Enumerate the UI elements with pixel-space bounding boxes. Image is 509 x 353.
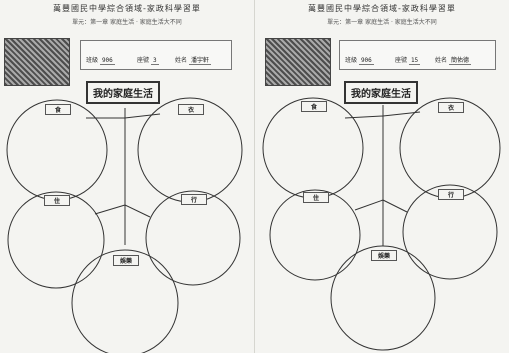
clothing-label: 衣	[438, 102, 464, 113]
class-label: 班級	[86, 57, 99, 64]
transport-label: 行	[181, 194, 207, 205]
leisure-label: 娛樂	[371, 250, 397, 261]
class-value: 906	[99, 57, 115, 65]
worksheet-left: 萬豐國民中學綜合領域-家政科學習單 單元：第一章 家庭生活 · 家庭生活大不同 …	[0, 0, 254, 353]
worksheet-title: 萬豐國民中學綜合領域-家政科學習單	[53, 4, 201, 13]
student-info-frame	[339, 40, 496, 70]
clothing-label: 衣	[178, 104, 204, 115]
connector-transport	[382, 199, 408, 213]
worksheet-subtitle: 單元：第一章 家庭生活 · 家庭生活大不同	[327, 19, 437, 26]
name-field: 姓名 簡佑德	[435, 55, 471, 65]
connector-transport	[124, 204, 151, 218]
housing-circle	[7, 191, 105, 289]
mind-map-diagram	[262, 97, 501, 351]
transport-label: 行	[438, 189, 464, 200]
food-label: 食	[45, 104, 71, 115]
seat-label: 座號	[395, 57, 408, 64]
worksheet-subtitle: 單元：第一章 家庭生活 · 家庭生活大不同	[72, 19, 182, 26]
name-label: 姓名	[175, 57, 188, 64]
seat-value: 3	[150, 57, 159, 65]
leisure-circle	[71, 249, 179, 353]
seat-value: 15	[408, 57, 421, 65]
housing-circle	[269, 189, 361, 281]
name-value: 潘宇軒	[188, 57, 211, 65]
connector-food	[344, 115, 384, 119]
class-field: 班級 906	[345, 55, 374, 65]
connector-clothing	[382, 111, 421, 117]
connector-housing	[94, 204, 126, 215]
food-label: 食	[301, 101, 327, 112]
class-field: 班級 906	[86, 55, 115, 65]
housing-label: 住	[44, 195, 70, 206]
class-label: 班級	[345, 57, 358, 64]
food-circle	[6, 99, 108, 201]
food-circle	[262, 97, 364, 199]
worksheet-title: 萬豐國民中學綜合領域-家政科學習單	[308, 4, 456, 13]
student-info-frame	[80, 40, 232, 70]
topic-title-box: 我的家庭生活	[86, 81, 160, 104]
leisure-label: 娛樂	[113, 255, 139, 266]
decorative-pattern-icon	[4, 38, 70, 86]
connector-housing	[354, 199, 384, 211]
seat-field: 座號 3	[137, 55, 159, 65]
page-divider	[254, 0, 255, 353]
decorative-pattern-icon	[265, 38, 331, 86]
class-value: 906	[358, 57, 374, 65]
seat-field: 座號 15	[395, 55, 421, 65]
worksheet-right: 萬豐國民中學綜合領域-家政科學習單 單元：第一章 家庭生活 · 家庭生活大不同 …	[255, 0, 509, 353]
housing-label: 住	[303, 192, 329, 203]
topic-title-box: 我的家庭生活	[344, 81, 418, 104]
mind-map-diagram	[6, 97, 243, 353]
name-label: 姓名	[435, 57, 448, 64]
name-value: 簡佑德	[448, 57, 471, 65]
connector-clothing	[124, 113, 161, 119]
name-field: 姓名 潘宇軒	[175, 55, 211, 65]
transport-circle	[402, 184, 498, 280]
transport-circle	[145, 190, 241, 286]
leisure-circle	[330, 245, 436, 351]
seat-label: 座號	[137, 57, 150, 64]
